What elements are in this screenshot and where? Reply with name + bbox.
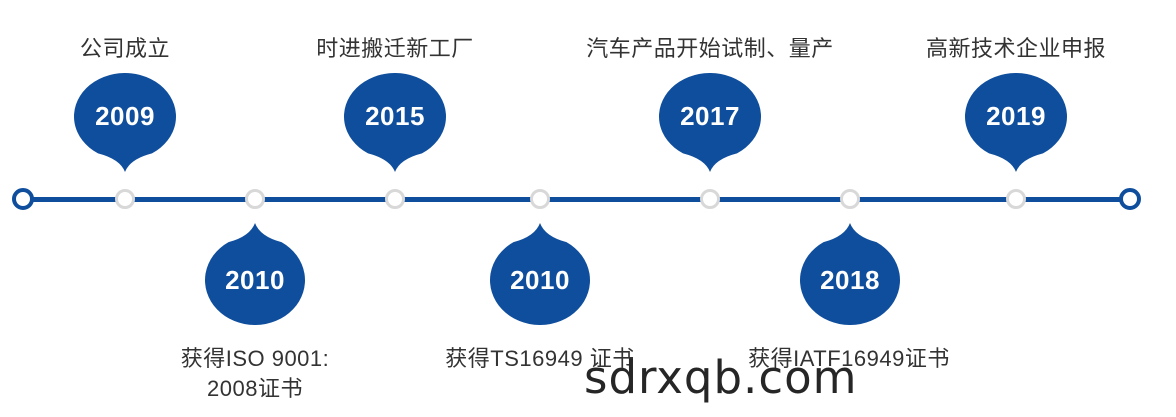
label-line-1: 获得IATF16949证书: [748, 346, 950, 371]
milestone-year: 2017: [680, 101, 740, 131]
milestone-year: 2009: [95, 101, 155, 131]
milestone-label-2010a: 获得ISO 9001: 2008证书: [55, 344, 455, 404]
timeline-node-2017: [700, 189, 720, 209]
milestone-balloon-2015: 2015: [344, 73, 446, 172]
milestone-balloon-2018: 2018: [800, 223, 900, 325]
milestone-label-2010b: 获得TS16949 证书: [340, 344, 740, 374]
milestone-year: 2019: [986, 101, 1046, 131]
milestone-year: 2015: [365, 101, 425, 131]
balloon-shape-down: [965, 73, 1067, 172]
label-line-1: 获得TS16949 证书: [445, 346, 635, 371]
balloon-shape-down: [74, 73, 176, 172]
milestone-title-2019: 高新技术企业申报: [925, 36, 1106, 61]
timeline-node-2019: [1006, 189, 1026, 209]
milestone-year: 2018: [820, 264, 880, 295]
balloon-shape-down: [659, 73, 761, 172]
label-line-1: 获得ISO 9001:: [180, 346, 330, 371]
timeline-endpoint-right: [1119, 188, 1141, 210]
timeline-endpoint-left: [12, 188, 34, 210]
milestone-balloon-2010a: 2010: [205, 223, 305, 325]
timeline-line: [23, 197, 1130, 202]
balloon-shape-up: [205, 223, 305, 325]
timeline-node-2010b: [530, 189, 550, 209]
timeline-node-2010a: [245, 189, 265, 209]
watermark-text: sdrxqb.com: [584, 351, 858, 404]
milestone-title-2017: 汽车产品开始试制、量产: [586, 36, 834, 61]
milestone-label-2018: 获得IATF16949证书: [649, 344, 1049, 374]
milestone-balloon-2010b: 2010: [490, 223, 590, 325]
milestone-year: 2010: [510, 264, 570, 295]
milestone-title-2009: 公司成立: [79, 36, 170, 61]
milestone-year: 2010: [225, 264, 285, 295]
timeline-node-2018: [840, 189, 860, 209]
balloon-shape-up: [490, 223, 590, 325]
timeline-node-2009: [115, 189, 135, 209]
milestone-balloon-2017: 2017: [659, 73, 761, 172]
milestone-balloon-2009: 2009: [74, 73, 176, 172]
label-line-2: 2008证书: [207, 376, 303, 401]
milestone-balloon-2019: 2019: [965, 73, 1067, 172]
balloon-shape-down: [344, 73, 446, 172]
balloon-shape-up: [800, 223, 900, 325]
timeline-node-2015: [385, 189, 405, 209]
milestone-title-2015: 时进搬迁新工厂: [316, 36, 474, 61]
